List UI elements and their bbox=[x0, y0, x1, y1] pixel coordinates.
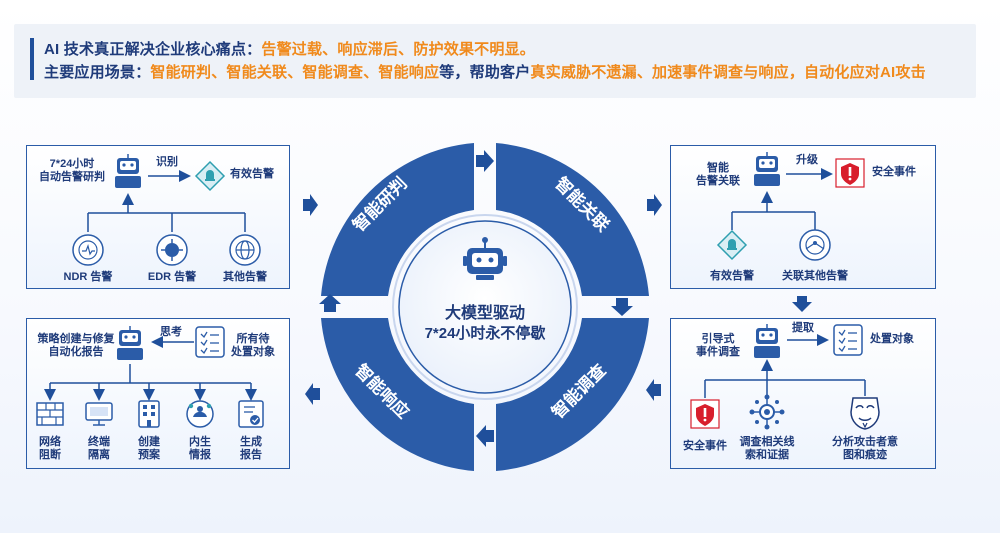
scenarios-label: 主要应用场景： bbox=[44, 64, 151, 81]
response-action-report: 生成 报告 bbox=[240, 436, 262, 461]
edr-icon bbox=[156, 234, 188, 266]
center-subtitle: 7*24小时永不停歇 bbox=[424, 325, 546, 342]
robot-icon bbox=[117, 326, 143, 360]
response-action-isolate: 终端 隔离 bbox=[88, 436, 110, 461]
inner-ring bbox=[392, 214, 578, 400]
triage-source-other: 其他告警 bbox=[223, 271, 267, 283]
banner-accent-bar bbox=[30, 38, 34, 80]
robot-icon bbox=[754, 324, 780, 358]
shield-alert-icon bbox=[716, 229, 748, 261]
investigation-source-clues: 调查相关线 索和证据 bbox=[739, 436, 795, 461]
center-robot-icon bbox=[463, 237, 507, 280]
attacker-mask-icon bbox=[850, 397, 880, 430]
checklist-icon bbox=[195, 326, 225, 358]
robot-icon bbox=[754, 152, 780, 186]
investigation-target-label: 处置对象 bbox=[870, 333, 914, 345]
arrow-bottom bbox=[476, 425, 494, 447]
correlation-title: 智能 告警关联 bbox=[696, 162, 740, 187]
response-action-intel: 内生 情报 bbox=[189, 436, 211, 461]
panel-intelligent-correlation bbox=[670, 145, 936, 289]
triage-target-label: 有效告警 bbox=[230, 168, 274, 180]
pain-points-label: AI 技术真正解决企业核心痛点： bbox=[44, 41, 262, 58]
correlation-target-label: 安全事件 bbox=[872, 166, 916, 178]
investigation-source-intent: 分析攻击者意 图和痕迹 bbox=[832, 436, 898, 461]
triage-flow bbox=[87, 170, 246, 232]
scenarios-mid: 等，帮助客户 bbox=[439, 64, 531, 81]
banner-line-scenarios: 主要应用场景：智能研判、智能关联、智能调查、智能响应等，帮助客户真实威胁不遗漏、… bbox=[44, 61, 926, 82]
center-title: 大模型驱动 bbox=[444, 305, 525, 322]
response-title: 策略创建与修复 自动化报告 bbox=[37, 333, 115, 358]
investigation-source-event: 安全事件 bbox=[683, 440, 727, 452]
pain-points-text: 告警过载、响应滞后、防护效果不明显。 bbox=[261, 41, 535, 58]
ndr-icon bbox=[72, 234, 104, 266]
firewall-icon bbox=[36, 402, 64, 426]
banner-line-pain-points: AI 技术真正解决企业核心痛点：告警过载、响应滞后、防护效果不明显。 bbox=[44, 38, 535, 59]
ring-flow-arrows bbox=[303, 150, 812, 447]
response-arrow-label: 思考 bbox=[160, 326, 182, 338]
arrow-right bbox=[611, 298, 633, 316]
related-alerts-icon bbox=[799, 229, 831, 261]
response-action-playbook: 创建 预案 bbox=[138, 436, 160, 461]
robot-icon bbox=[115, 154, 141, 188]
arrow-to-response bbox=[305, 383, 320, 405]
triage-source-ndr: NDR 告警 bbox=[63, 271, 113, 283]
arrow-to-correlation bbox=[647, 194, 662, 216]
response-target-label: 所有待 处置对象 bbox=[231, 333, 275, 358]
globe-icon bbox=[229, 234, 261, 266]
investigation-arrow-label: 提取 bbox=[792, 322, 814, 334]
triage-source-edr: EDR 告警 bbox=[147, 271, 197, 283]
ring-segments bbox=[321, 143, 649, 471]
threat-intel-icon bbox=[186, 400, 214, 428]
security-event-shield-icon bbox=[690, 399, 720, 429]
summary-banner bbox=[14, 24, 976, 98]
response-flow bbox=[44, 336, 257, 401]
arrow-to-investigation bbox=[792, 296, 812, 312]
shield-alert-icon bbox=[194, 160, 226, 192]
panel-intelligent-investigation bbox=[670, 318, 936, 469]
triage-title: 7*24小时 自动告警研判 bbox=[39, 158, 105, 183]
correlation-arrow-label: 升级 bbox=[796, 154, 818, 166]
center-circle bbox=[398, 220, 572, 394]
arrow-from-triage bbox=[303, 194, 318, 216]
ring-segment-response bbox=[321, 318, 474, 471]
monitor-icon bbox=[85, 402, 113, 426]
security-event-shield-icon bbox=[835, 158, 865, 188]
ring-segment-triage bbox=[321, 143, 474, 296]
playbook-icon bbox=[138, 400, 160, 428]
arrow-top bbox=[476, 150, 494, 172]
scenarios-list: 智能研判、智能关联、智能调查、智能响应 bbox=[150, 64, 440, 81]
network-clues-icon bbox=[749, 394, 785, 430]
arrow-left bbox=[319, 294, 341, 312]
correlation-source-related: 关联其他告警 bbox=[782, 270, 848, 282]
arrow-from-investigation bbox=[646, 379, 661, 401]
investigation-flow bbox=[704, 334, 866, 398]
investigation-title-text: 引导式 事件调查 bbox=[696, 333, 740, 358]
correlation-flow bbox=[731, 168, 833, 230]
triage-arrow-label: 识别 bbox=[156, 156, 178, 168]
scenarios-benefits: 真实威胁不遗漏、加速事件调查与响应，自动化应对AI攻击 bbox=[530, 64, 926, 81]
response-action-block: 网络 阻断 bbox=[39, 436, 61, 461]
ring-segment-investigation bbox=[496, 318, 649, 471]
checklist-icon bbox=[833, 324, 863, 356]
ring-segment-correlation bbox=[496, 143, 649, 296]
correlation-source-valid: 有效告警 bbox=[710, 270, 754, 282]
report-icon bbox=[238, 400, 264, 428]
